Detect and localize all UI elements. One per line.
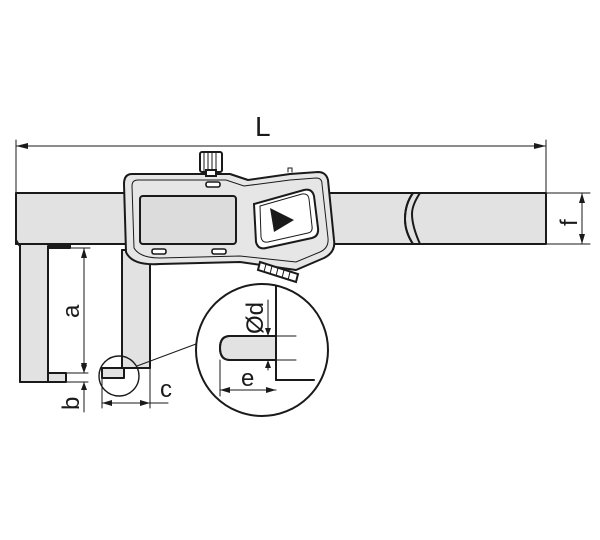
dimension-height: [545, 192, 591, 245]
fixed-jaw-tip: [47, 372, 67, 383]
top-slot: [205, 181, 221, 188]
button-right: [211, 248, 227, 255]
label-length: L: [255, 111, 271, 142]
dimension-tip-thickness: [47, 355, 89, 413]
detail-view: [195, 283, 329, 417]
lcd-screen: [139, 195, 237, 245]
fixed-jaw: [15, 192, 71, 383]
play-triangle-icon: [270, 208, 294, 232]
label-tip-thickness: b: [58, 397, 85, 410]
label-jaw-depth: a: [58, 304, 85, 318]
label-height: f: [556, 219, 583, 226]
detail-view-circle: [195, 283, 329, 417]
sliding-jaw-tip: [101, 367, 125, 379]
button-left: [151, 248, 167, 255]
detail-marker-circle: [98, 355, 140, 397]
sliding-jaw: [101, 249, 151, 379]
dimension-length: [15, 139, 547, 194]
label-tip-diameter: Ød: [242, 302, 269, 334]
button-panel: [252, 188, 320, 250]
slider-body: [123, 151, 336, 284]
clamp-screw: [256, 260, 300, 284]
label-tip-length: e: [241, 365, 254, 392]
label-jaw-gap: c: [160, 376, 172, 403]
dimension-jaw-gap: [101, 367, 169, 409]
detail-leader-line: [136, 343, 197, 367]
